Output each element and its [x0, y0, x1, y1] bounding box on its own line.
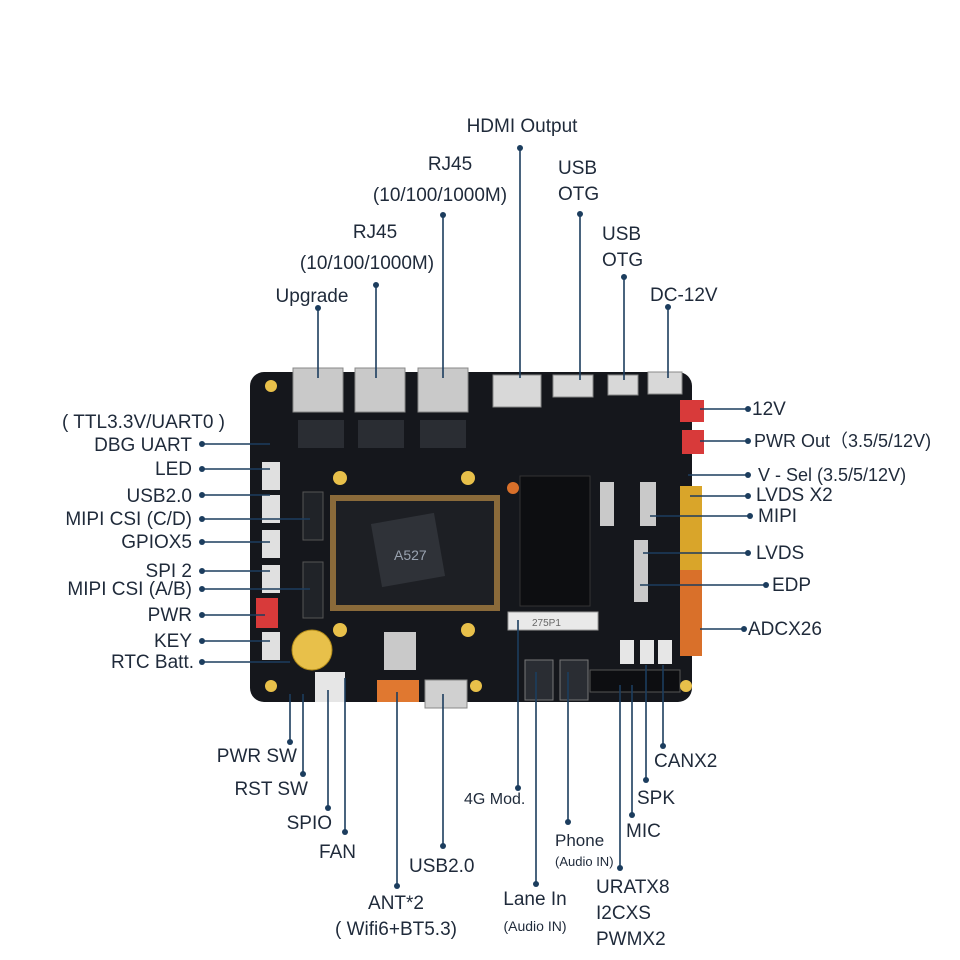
- label-usb-otg-2: USB OTG: [602, 222, 643, 274]
- label-usb-otg-2-line1: USB: [602, 224, 642, 245]
- label-lane-in: Lane In: [503, 889, 567, 910]
- label-led: LED: [155, 459, 192, 480]
- pointer-dot-ant: [394, 883, 400, 889]
- label-usb-otg-1-line1: USB: [558, 158, 598, 179]
- label-rst-sw: RST SW: [234, 779, 308, 800]
- pointer-dot-phone: [565, 819, 571, 825]
- label-lvds-x2: LVDS X2: [756, 485, 833, 506]
- label-pwr-out: PWR Out（3.5/5/12V): [754, 431, 932, 451]
- pointer-dot-usb20-bottom: [440, 843, 446, 849]
- pointer-dot-lvds: [745, 550, 751, 556]
- pointer-dot-uratx8: [617, 865, 623, 871]
- label-spio: SPIO: [286, 813, 332, 834]
- label-dbg-uart: DBG UART: [94, 435, 192, 456]
- label-4g-mod: 4G Mod.: [464, 791, 526, 808]
- label-dc-12v: DC-12V: [650, 285, 718, 306]
- pointer-dot-adcx26: [741, 626, 747, 632]
- label-gpiox5: GPIOX5: [121, 532, 192, 553]
- label-rj45-1-speed: (10/100/1000M): [372, 185, 508, 206]
- label-canx2: CANX2: [654, 751, 718, 772]
- label-upgrade: Upgrade: [275, 286, 349, 307]
- pointer-dot-mipi: [747, 513, 753, 519]
- label-mipi-csi-ab: MIPI CSI (A/B): [67, 579, 192, 600]
- pointer-dot-usb-otg-2: [621, 274, 627, 280]
- pointer-dot-led: [199, 466, 205, 472]
- label-rj45-1: RJ45: [427, 154, 473, 175]
- label-i2cxs: I2CXS: [596, 903, 651, 924]
- label-mic: MIC: [626, 821, 661, 842]
- label-usb20-bottom: USB2.0: [409, 856, 475, 877]
- label-usb-otg-1-line2: OTG: [558, 184, 600, 205]
- label-edp: EDP: [772, 575, 812, 596]
- som-label: A527: [394, 547, 427, 563]
- label-rj45-2-speed: (10/100/1000M): [299, 253, 435, 274]
- pointer-dot-key: [199, 638, 205, 644]
- label-uratx8: URATX8: [596, 877, 670, 898]
- pointer-dot-fan: [342, 829, 348, 835]
- label-lane-in-sub: (Audio IN): [503, 918, 567, 934]
- pointer-dot-spi2: [199, 568, 205, 574]
- label-rtc-batt: RTC Batt.: [110, 652, 194, 673]
- pointer-dot-mic: [629, 812, 635, 818]
- label-usb-otg-1: USB OTG: [558, 156, 599, 208]
- label-pwr-sw: PWR SW: [216, 746, 297, 767]
- pointer-dot-usb-otg-1: [577, 211, 583, 217]
- slot-label: 275P1: [532, 618, 561, 629]
- pointer-dot-12v: [745, 406, 751, 412]
- pointer-dot-edp: [763, 582, 769, 588]
- pointer-dot-rj45-2: [373, 282, 379, 288]
- pointer-dot-rtc-batt: [199, 659, 205, 665]
- pointer-dot-dc-12v: [665, 304, 671, 310]
- pointer-dot-spio: [325, 805, 331, 811]
- label-v-sel: V - Sel (3.5/5/12V): [758, 465, 907, 485]
- label-phone: Phone: [555, 831, 605, 850]
- pointer-dot-gpiox5: [199, 539, 205, 545]
- label-pwmx2: PWMX2: [596, 929, 666, 950]
- pcb-board: A527 275P1: [250, 367, 704, 709]
- label-ant: ANT*2: [368, 893, 424, 914]
- pointer-dot-canx2: [660, 743, 666, 749]
- pointer-dot-pwr-out: [745, 438, 751, 444]
- label-rj45-2: RJ45: [352, 222, 398, 243]
- label-12v: 12V: [752, 399, 786, 420]
- pointer-dot-lvds-x2: [745, 493, 751, 499]
- label-phone-sub: (Audio IN): [555, 854, 614, 869]
- pointer-dot-rj45-1: [440, 212, 446, 218]
- label-fan: FAN: [319, 842, 356, 863]
- label-usb20-left: USB2.0: [126, 486, 192, 507]
- label-mipi: MIPI: [758, 506, 798, 527]
- label-ttl-uart: ( TTL3.3V/UART0 ): [62, 412, 225, 433]
- label-spi2: SPI 2: [145, 561, 192, 582]
- label-lvds: LVDS: [756, 543, 805, 564]
- pointer-dot-hdmi-output: [517, 145, 523, 151]
- pointer-dot-pwr-sw: [287, 739, 293, 745]
- pointer-dot-mipi-csi-ab: [199, 586, 205, 592]
- label-hdmi-output: HDMI Output: [466, 116, 578, 137]
- pointer-dot-usb20-left: [199, 492, 205, 498]
- pointer-dot-pwr: [199, 612, 205, 618]
- pointer-dot-4g-mod: [515, 785, 521, 791]
- pointer-dot-lane-in: [533, 881, 539, 887]
- pointer-dot-mipi-csi-cd: [199, 516, 205, 522]
- label-ant-sub: ( Wifi6+BT5.3): [335, 919, 457, 940]
- pointer-dot-dbg-uart: [199, 441, 205, 447]
- label-mipi-csi-cd: MIPI CSI (C/D): [65, 509, 192, 530]
- pointer-lines: [199, 145, 769, 889]
- pointer-dot-v-sel: [745, 472, 751, 478]
- pointer-dot-rst-sw: [300, 771, 306, 777]
- label-key: KEY: [153, 631, 192, 652]
- label-adcx26: ADCX26: [748, 619, 822, 640]
- label-usb-otg-2-line2: OTG: [602, 250, 644, 271]
- label-spk: SPK: [637, 788, 676, 809]
- pointer-dot-upgrade: [315, 305, 321, 311]
- pointer-dot-spk: [643, 777, 649, 783]
- label-pwr: PWR: [147, 605, 192, 626]
